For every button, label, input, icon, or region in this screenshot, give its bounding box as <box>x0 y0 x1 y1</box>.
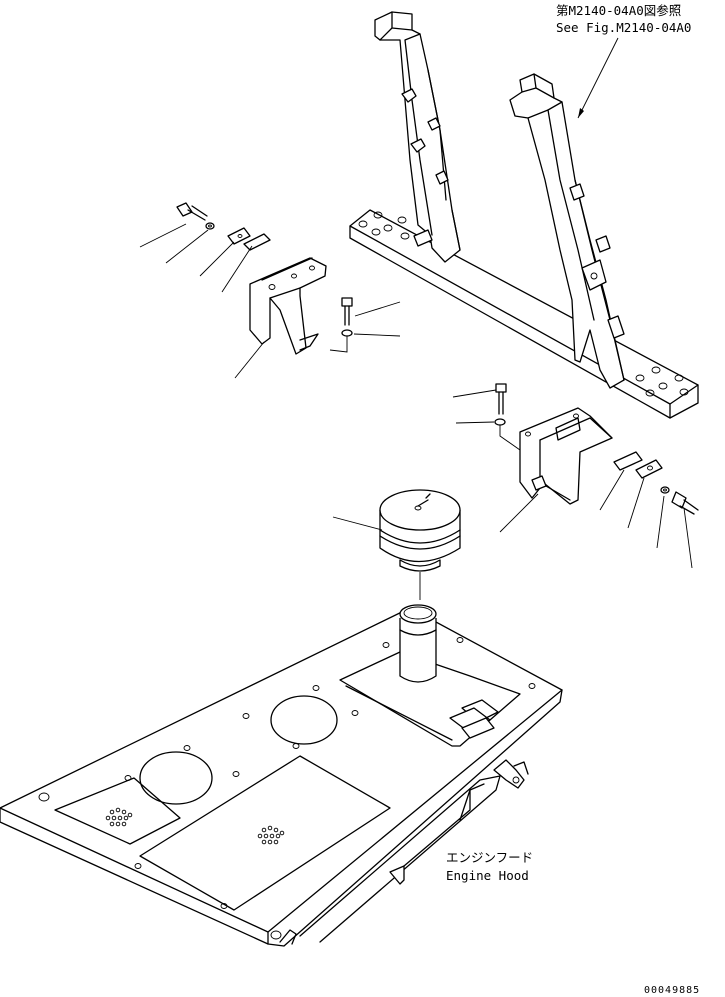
bolt-right <box>495 383 507 393</box>
plate-bolt-holes <box>38 637 536 940</box>
reference-text-en: See Fig.M2140-04A0 <box>556 20 691 35</box>
washer-left <box>205 222 215 230</box>
frame-assembly <box>349 11 699 419</box>
reference-leader-line <box>577 37 619 119</box>
opening-2 <box>139 751 213 805</box>
right-bracket-group <box>494 383 699 515</box>
left-bracket-group <box>176 202 353 355</box>
plate-left-a <box>227 227 251 245</box>
bolt-left-2 <box>341 297 353 307</box>
hood-latch <box>493 759 525 789</box>
bolt-left <box>176 202 193 217</box>
vent-holes-right <box>257 825 285 845</box>
engine-hood-panel <box>0 604 563 947</box>
plate-right-a <box>613 451 643 471</box>
reference-text-jp: 第M2140-04A0図参照 <box>556 3 681 18</box>
engine-hood-label-en: Engine Hood <box>446 868 529 883</box>
bolt-right-2 <box>671 491 687 509</box>
panel-right <box>139 755 391 911</box>
rail-holes-left <box>358 211 410 240</box>
intake-pipe <box>399 618 437 683</box>
leader-lines-right <box>452 389 693 569</box>
leader-lines-left <box>139 223 401 379</box>
engine-hood-label-jp: エンジンフード <box>446 850 533 865</box>
plate-right-b <box>635 459 663 479</box>
bracket-right <box>519 407 613 505</box>
rail-holes-right <box>635 366 689 397</box>
washer-right <box>494 418 506 426</box>
washer-left-2 <box>341 329 353 337</box>
reference-arrow <box>578 108 584 118</box>
canister <box>379 489 461 600</box>
panel-left <box>54 777 181 845</box>
leader-canister <box>332 516 383 531</box>
opening-1 <box>270 695 338 745</box>
plate-left-b <box>243 233 271 251</box>
drawing-number: 00049885 <box>644 985 700 996</box>
vent-holes-left <box>105 807 133 827</box>
washer-right-2 <box>660 486 670 494</box>
